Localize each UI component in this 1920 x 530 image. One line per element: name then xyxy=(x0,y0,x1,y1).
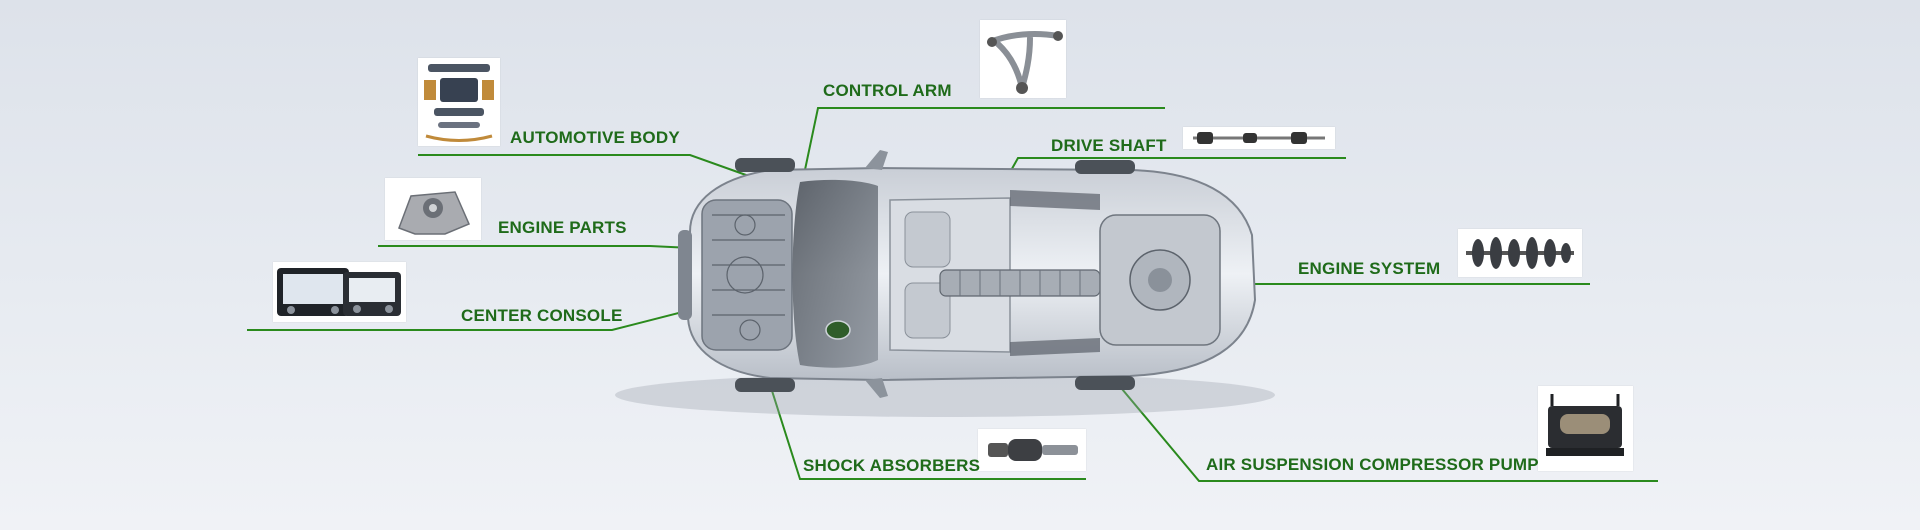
label-engine-parts: ENGINE PARTS xyxy=(498,218,627,237)
drive-shaft-thumbnail xyxy=(1183,127,1335,149)
center-console-thumbnail xyxy=(273,262,406,322)
drive-shaft-icon xyxy=(1193,132,1325,144)
label-center-console: CENTER CONSOLE xyxy=(461,306,623,325)
label-engine-system: ENGINE SYSTEM xyxy=(1298,259,1441,278)
air-strut-icon xyxy=(988,439,1078,461)
engine-mount-icon xyxy=(398,191,470,235)
label-control-arm: CONTROL ARM xyxy=(823,81,952,100)
label-air-suspension-compressor-pump: AIR SUSPENSION COMPRESSOR PUMP xyxy=(1206,455,1539,474)
crankshaft-icon xyxy=(1466,237,1574,269)
label-automotive-body: AUTOMOTIVE BODY xyxy=(510,128,680,147)
body-kit-icon xyxy=(424,64,494,142)
control-arm-thumbnail xyxy=(980,20,1066,98)
shock-absorbers-thumbnail xyxy=(978,429,1086,471)
leader-control-arm xyxy=(801,107,1165,185)
control-arm-icon xyxy=(987,31,1063,94)
climate-panel-icon xyxy=(277,268,401,316)
automotive-body-thumbnail xyxy=(418,58,500,146)
label-shock-absorbers: SHOCK ABSORBERS xyxy=(803,456,981,475)
label-drive-shaft: DRIVE SHAFT xyxy=(1051,136,1167,155)
leader-shock-absorbers xyxy=(766,374,1086,480)
leader-automotive-body xyxy=(418,154,761,181)
leader-air-suspension xyxy=(1116,382,1658,482)
engine-parts-thumbnail xyxy=(385,178,481,240)
air-suspension-thumbnail xyxy=(1538,386,1633,471)
compressor-icon xyxy=(1546,394,1624,456)
engine-system-thumbnail xyxy=(1458,229,1582,277)
